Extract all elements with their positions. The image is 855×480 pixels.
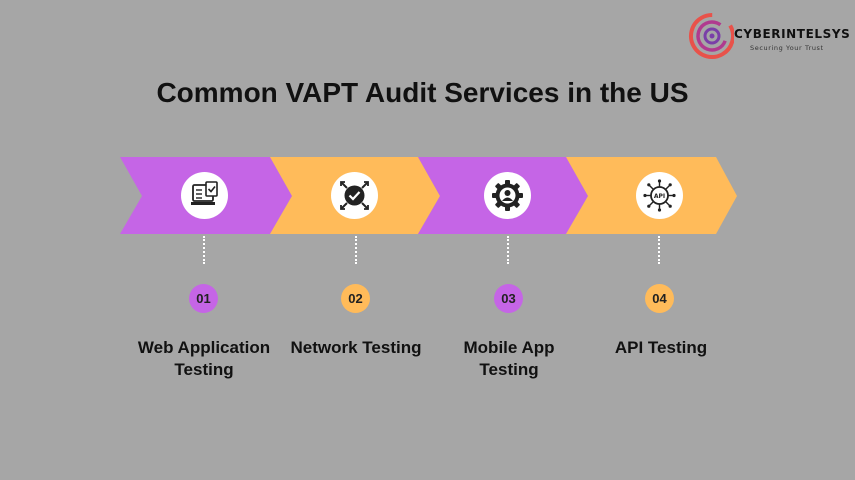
logo-name: CYBERINTELSYS — [734, 27, 851, 41]
connector-04 — [658, 236, 660, 264]
logo-mark-icon — [689, 13, 734, 59]
network-shield-icon — [331, 172, 378, 219]
step-number-03: 03 — [494, 284, 523, 313]
web-app-checklist-icon — [181, 172, 228, 219]
connector-02 — [355, 236, 357, 264]
gear-user-icon — [484, 172, 531, 219]
step-number-01: 01 — [189, 284, 218, 313]
step-label-01: Web Application Testing — [137, 338, 271, 379]
step-label-02: Network Testing — [290, 338, 422, 357]
logo-tagline: Securing Your Trust — [750, 44, 824, 52]
api-chip-icon: API — [636, 172, 683, 219]
step-label-04: API Testing — [614, 338, 708, 357]
company-logo: CYBERINTELSYS Securing Your Trust — [688, 10, 851, 65]
page-title: Common VAPT Audit Services in the US — [156, 77, 689, 108]
step-number-04: 04 — [645, 284, 674, 313]
svg-text:API: API — [654, 193, 665, 200]
connector-01 — [203, 236, 205, 264]
step-label-03: Mobile App Testing — [463, 338, 555, 379]
connector-03 — [507, 236, 509, 264]
step-number-02: 02 — [341, 284, 370, 313]
